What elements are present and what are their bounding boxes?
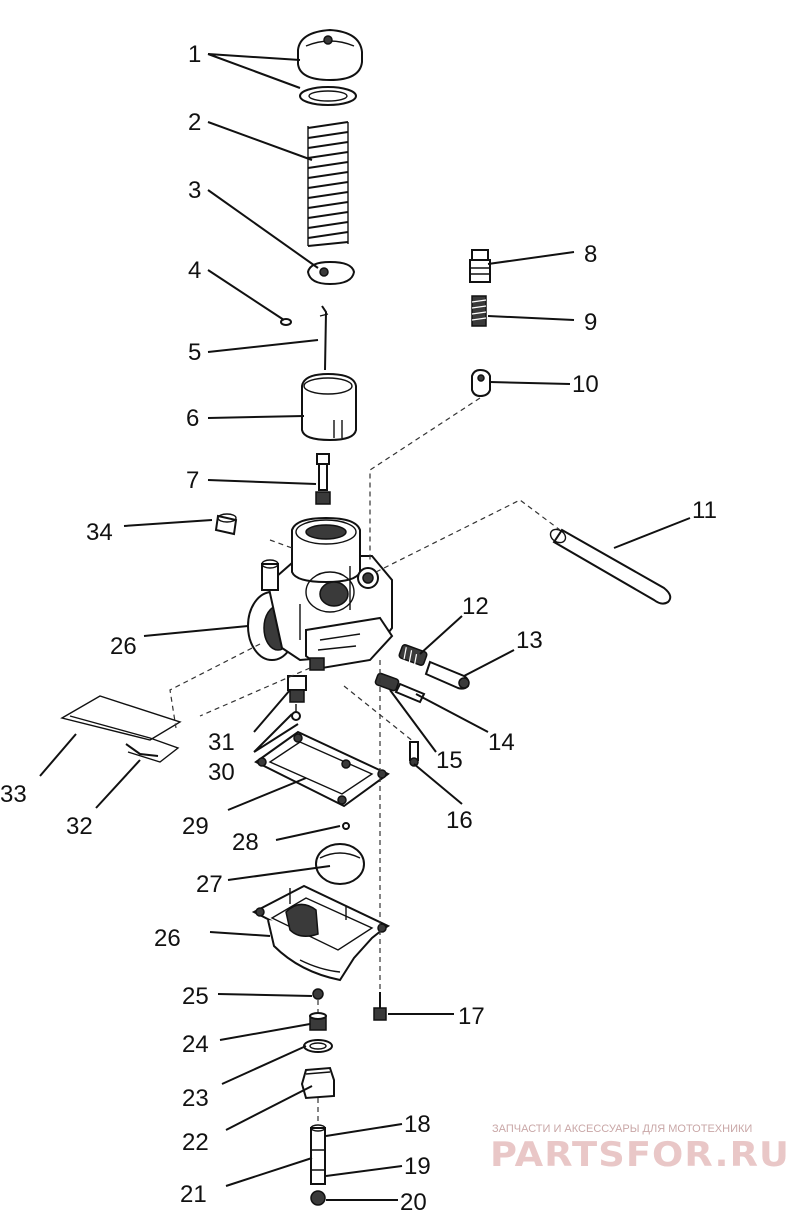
watermark-tagline: ЗАПЧАСТИ И АКСЕССУАРЫ ДЛЯ МОТОТЕХНИКИ <box>492 1123 752 1135</box>
callout-33: 33 <box>0 781 27 808</box>
callout-14: 14 <box>488 729 515 756</box>
callout-11: 11 <box>692 497 717 524</box>
part-24-jet <box>309 1012 327 1031</box>
part-27-float <box>315 843 365 885</box>
part-29-gasket <box>254 730 390 808</box>
assembly-lines <box>169 397 561 1124</box>
callout-21: 21 <box>180 1181 207 1208</box>
part-7-jet <box>315 453 331 505</box>
part-23-washer <box>303 1039 333 1053</box>
watermark: ЗАПЧАСТИ И АКСЕССУАРЫ ДЛЯ МОТОТЕХНИКИ PA… <box>490 1123 790 1175</box>
part-28-pin <box>342 822 350 830</box>
callout-17: 17 <box>458 1003 485 1030</box>
part-2-spring <box>307 121 349 248</box>
callout-1: 1 <box>188 41 201 68</box>
part-5-needle <box>319 305 329 371</box>
part-25-nut <box>312 988 324 1000</box>
callout-29: 29 <box>182 813 209 840</box>
carburetor-body <box>247 516 394 671</box>
callout-6: 6 <box>186 405 199 432</box>
callout-25: 25 <box>182 983 209 1010</box>
callout-30: 30 <box>208 759 235 786</box>
callout-13: 13 <box>516 627 543 654</box>
callout-32: 32 <box>66 813 93 840</box>
callout-27: 27 <box>196 871 223 898</box>
callout-26-lower: 26 <box>154 925 181 952</box>
part-26-bowl <box>251 884 391 982</box>
callout-28: 28 <box>232 829 259 856</box>
leader-lines <box>39 53 691 1201</box>
part-11-tube <box>549 528 672 605</box>
callout-5: 5 <box>188 339 201 366</box>
callout-15: 15 <box>436 747 463 774</box>
callout-20: 20 <box>400 1189 427 1213</box>
callout-26-upper: 26 <box>110 633 137 660</box>
part-20-cap <box>310 1190 326 1206</box>
callout-23: 23 <box>182 1085 209 1112</box>
watermark-brand: PARTSFOR.RU <box>490 1135 790 1175</box>
part-10-washer <box>471 368 491 398</box>
part-8-screw <box>469 249 491 283</box>
callout-7: 7 <box>186 467 199 494</box>
callout-22: 22 <box>182 1129 209 1156</box>
callout-2: 2 <box>188 109 201 136</box>
part-14-spring <box>374 672 426 704</box>
part-31-jet <box>287 675 307 721</box>
callout-4: 4 <box>188 257 201 284</box>
callout-31: 31 <box>208 729 235 756</box>
part-33-plate <box>60 695 182 763</box>
callout-10: 10 <box>572 371 599 398</box>
part-3-plate <box>306 260 356 286</box>
part-6-slide <box>301 372 357 442</box>
callout-34: 34 <box>86 519 113 546</box>
part-13-screw <box>424 660 470 690</box>
part-1-cap <box>297 28 363 106</box>
callout-19: 19 <box>404 1153 431 1180</box>
callout-12: 12 <box>462 593 489 620</box>
part-12-spring <box>398 644 428 667</box>
callout-3: 3 <box>188 177 201 204</box>
callout-8: 8 <box>584 241 597 268</box>
part-17-screw <box>373 992 387 1021</box>
callout-numbers: 1 2 3 4 5 6 7 8 9 10 11 12 13 14 15 16 1… <box>0 41 717 1213</box>
callout-16: 16 <box>446 807 473 834</box>
part-21-tube <box>310 1124 326 1185</box>
part-22-holder <box>300 1066 335 1100</box>
part-9-spring <box>471 295 487 327</box>
callout-24: 24 <box>182 1031 209 1058</box>
callout-18: 18 <box>404 1111 431 1138</box>
part-16-screw <box>409 741 419 767</box>
part-34-plug <box>214 513 238 536</box>
callout-9: 9 <box>584 309 597 336</box>
